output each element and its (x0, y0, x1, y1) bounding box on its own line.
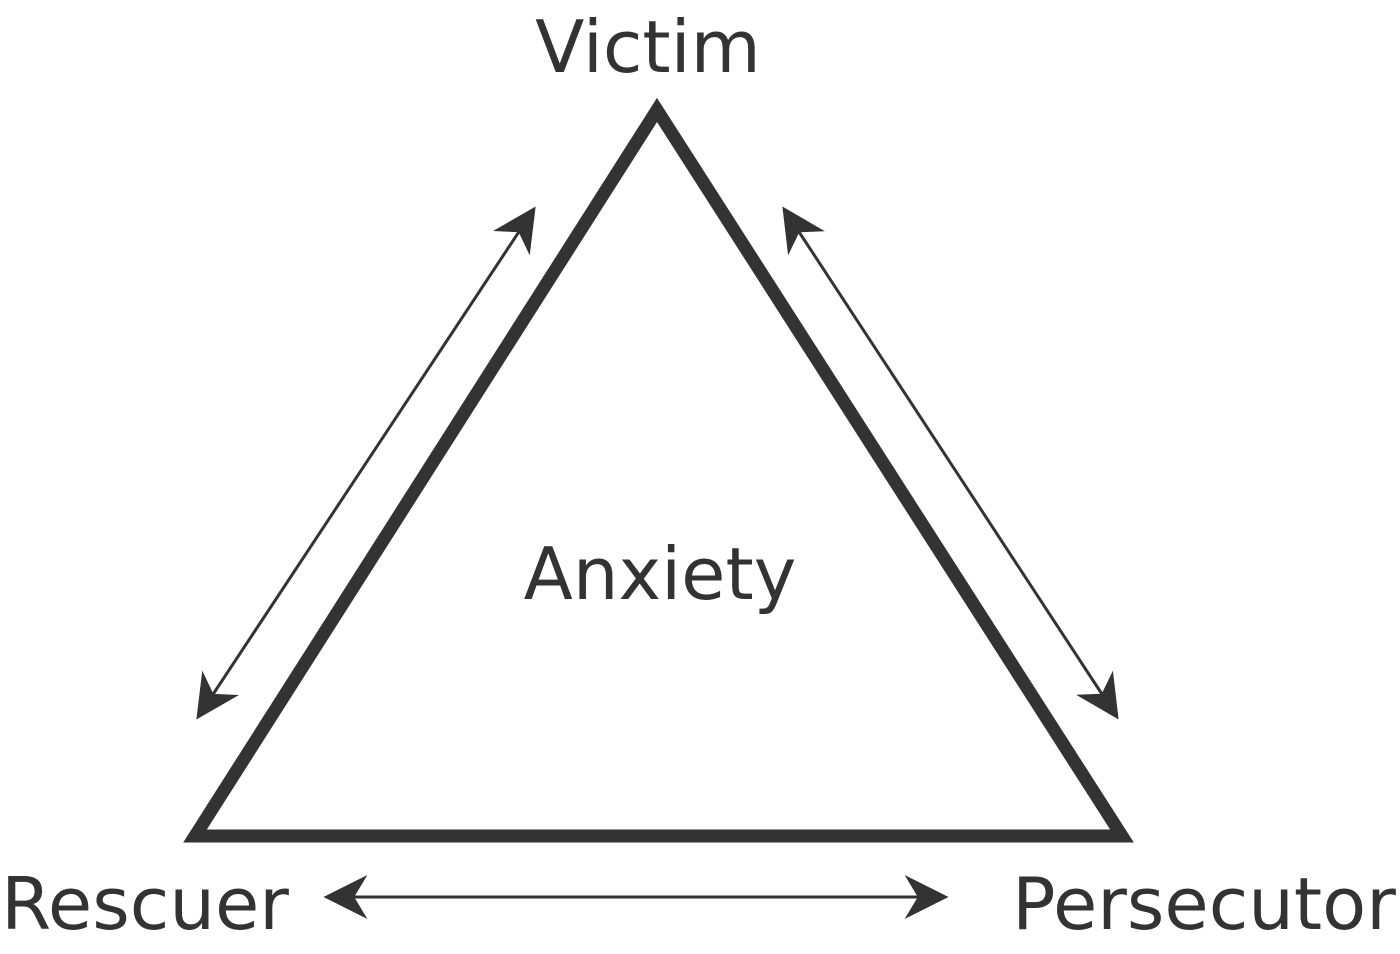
arrow-victim-persecutor (782, 206, 1119, 720)
triangle-outline (183, 97, 1134, 843)
center-label-anxiety: Anxiety (524, 532, 797, 616)
arrow-victim-rescuer (196, 206, 536, 720)
node-label-victim: Victim (535, 5, 761, 89)
node-label-rescuer: Rescuer (1, 862, 289, 946)
node-label-persecutor: Persecutor (1012, 862, 1396, 946)
